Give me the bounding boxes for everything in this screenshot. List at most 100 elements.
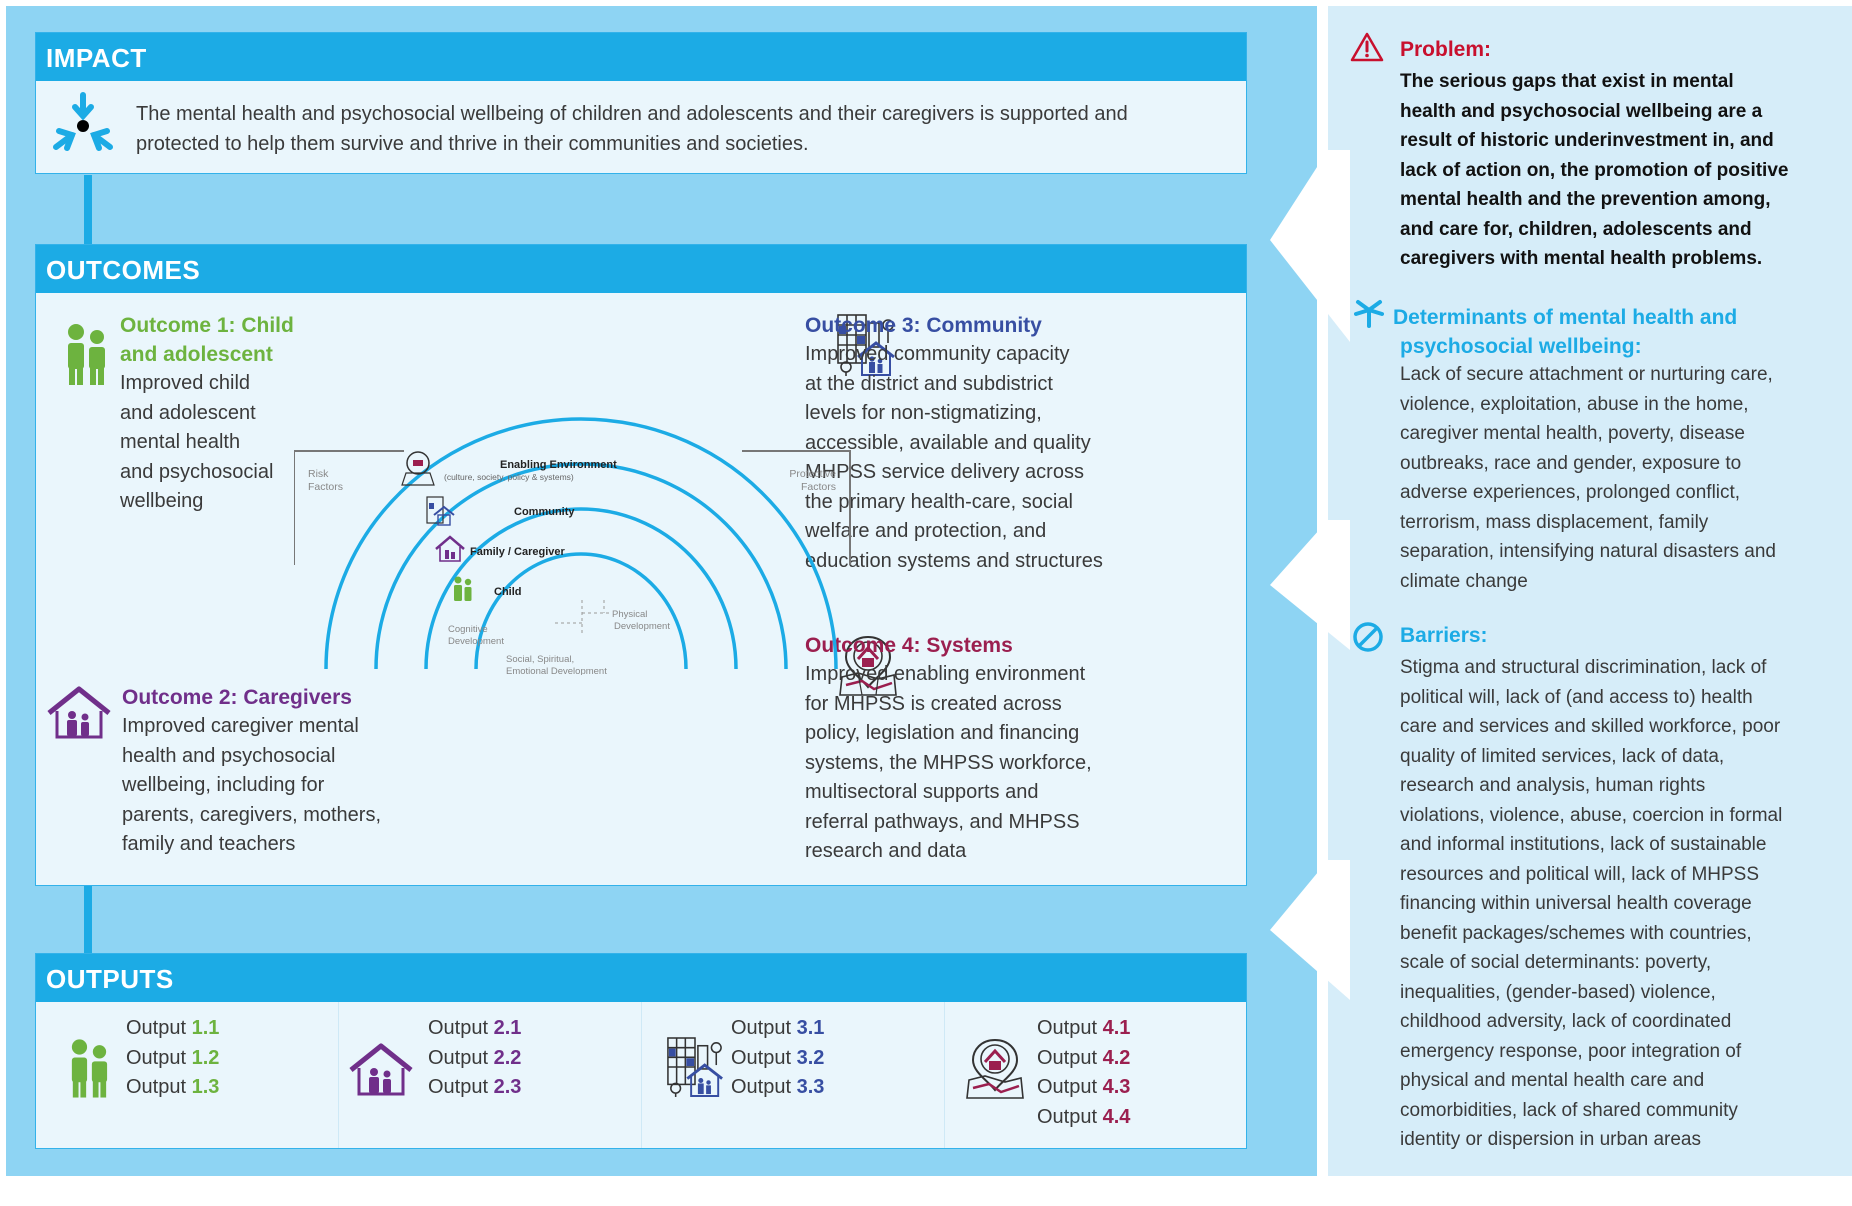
outcome-1-line-1: Improved child	[120, 372, 251, 394]
barriers-line-8: resources and political will, lack of MH…	[1400, 863, 1760, 885]
outputs-col-4: Output 4.1 Output 4.2 Output 4.3 Output …	[945, 1002, 1246, 1148]
outcome-2-line-3: wellbeing, including for	[122, 774, 325, 796]
output-word: Output	[428, 1076, 489, 1098]
systems-map-pin-icon	[839, 635, 897, 696]
converging-arrows-icon	[53, 92, 113, 151]
child-adolescent-icon	[71, 1039, 108, 1098]
output-1-3: Output 1.3	[126, 1073, 219, 1103]
determinants-text: Lack of secure attachment or nurturing c…	[1400, 360, 1840, 596]
outcome-3-line-6: the primary health-care, social	[805, 490, 1073, 513]
barriers-line-11: scale of social determinants: poverty,	[1400, 952, 1712, 973]
arc-community	[374, 462, 788, 670]
arc-child	[474, 552, 688, 670]
impact-statement: The mental health and psychosocial wellb…	[136, 103, 1128, 155]
outcome-2-line-5: family and teachers	[122, 833, 296, 855]
community-label: Community	[514, 506, 575, 518]
risk-factors-bracket	[294, 450, 404, 565]
output-number: 2.3	[493, 1076, 522, 1098]
problem-line-7: caregivers with mental health problems.	[1400, 248, 1763, 269]
outcome-4-line-6: referral pathways, and MHPSS	[805, 810, 1080, 833]
enabling-environment-small-icon	[401, 451, 435, 486]
context-panel	[1328, 6, 1852, 1176]
output-word: Output	[1037, 1105, 1098, 1128]
arc-family	[424, 507, 738, 670]
barriers-line-17: identity or dispersion in urban areas	[1400, 1129, 1702, 1150]
child-adolescent-icon	[68, 324, 105, 385]
outcome-3: Outcome 3: Community Improved community …	[805, 311, 1225, 576]
outputs-row: Output 1.1 Output 1.2 Output 1.3 Output …	[36, 1002, 1246, 1148]
prohibited-icon	[1353, 622, 1383, 652]
outcome-4-line-5: multisectoral supports and	[805, 781, 1039, 803]
barriers-line-6: violations, violence, abuse, coercion in…	[1400, 804, 1783, 826]
outputs-list-2: Output 2.1 Output 2.2 Output 2.3	[428, 1014, 521, 1103]
social-emotional-label-1: Social, Spiritual,	[506, 654, 574, 665]
output-2-3: Output 2.3	[428, 1073, 521, 1103]
outputs-list-1: Output 1.1 Output 1.2 Output 1.3	[126, 1014, 219, 1103]
outcome-3-line-5: MHPSS service delivery across	[805, 461, 1084, 483]
output-word: Output	[731, 1046, 792, 1069]
outcomes-header: OUTCOMES	[36, 245, 1246, 293]
chevron-separator	[1270, 150, 1350, 1000]
output-number: 1.2	[191, 1046, 220, 1069]
enabling-environment-label: Enabling Environment	[500, 459, 617, 471]
community-small-icon	[426, 496, 455, 526]
problem-title: Problem:	[1400, 38, 1492, 61]
determinants-title-line1: Determinants of mental health and	[1393, 306, 1738, 329]
determinants-line-7: separation, intensifying natural disaste…	[1400, 541, 1777, 562]
enabling-environment-sublabel: (culture, society, policy & systems)	[444, 472, 574, 482]
outcome-2-line-4: parents, caregivers, mothers,	[122, 803, 381, 826]
barriers-line-12: inequalities, (gender-based) violence,	[1400, 981, 1716, 1003]
output-number: 4.1	[1102, 1017, 1131, 1039]
risk-factors-label-2: Factors	[308, 481, 343, 493]
outcome-3-title: Outcome 3: Community	[805, 314, 1042, 337]
output-number: 4.4	[1102, 1105, 1131, 1128]
output-word: Output	[126, 1046, 187, 1069]
barriers-line-9: financing within universal health covera…	[1400, 893, 1752, 914]
output-word: Output	[731, 1076, 792, 1098]
protective-factors-label-1: Protective	[789, 468, 836, 480]
outcome-3-line-8: education systems and structures	[805, 549, 1103, 572]
caregiver-house-icon	[47, 686, 111, 739]
barriers-line-1: Stigma and structural discrimination, la…	[1400, 657, 1767, 678]
output-2-1: Output 2.1	[428, 1014, 521, 1044]
output-word: Output	[731, 1017, 792, 1039]
output-number: 3.1	[796, 1017, 825, 1039]
outcome-1-line-3: mental health	[120, 431, 241, 453]
outcomes-box: OUTCOMES Outcome 1: Child and adolescent…	[35, 244, 1247, 886]
outcome-2-title: Outcome 2: Caregivers	[122, 686, 352, 709]
output-number: 2.1	[493, 1017, 522, 1039]
output-4-3: Output 4.3	[1037, 1073, 1130, 1103]
barriers-line-7: and informal institutions, lack of susta…	[1400, 834, 1767, 855]
problem-text: The serious gaps that exist in mental he…	[1400, 67, 1840, 274]
output-word: Output	[428, 1046, 489, 1069]
barriers-line-13: childhood adversity, lack of coordinated	[1400, 1011, 1732, 1032]
child-small-icon	[454, 576, 472, 601]
outcome-1-line-4: and psychosocial	[120, 460, 274, 483]
chevron-bottom	[1270, 860, 1350, 1000]
outcome-4-line-2: for MHPSS is created across	[805, 692, 1062, 715]
barriers-title: Barriers:	[1400, 624, 1488, 647]
outputs-box: OUTPUTS Output 1.1 Output 1.2 Output 1.3	[35, 953, 1247, 1149]
output-number: 3.2	[796, 1046, 825, 1069]
output-number: 4.2	[1102, 1046, 1131, 1069]
impact-header: IMPACT	[36, 33, 1246, 81]
barriers-text: Stigma and structural discrimination, la…	[1400, 653, 1840, 1155]
determinants-line-1: Lack of secure attachment or nurturing c…	[1400, 364, 1773, 385]
problem-line-2: health and psychosocial wellbeing are a	[1400, 100, 1763, 122]
systems-map-pin-icon	[966, 1038, 1024, 1099]
outcome-1-title-line1: Outcome 1: Child	[120, 314, 294, 337]
outcome-3-line-7: welfare and protection, and	[805, 520, 1047, 542]
barriers-line-15: physical and mental health care and	[1400, 1070, 1705, 1091]
outcome-1-line-2: and adolescent	[120, 401, 256, 424]
chevron-top	[1270, 150, 1350, 342]
outputs-col-1: Output 1.1 Output 1.2 Output 1.3	[36, 1002, 339, 1148]
impact-box: IMPACT The mental health and psychosocia…	[35, 32, 1247, 174]
outcome-4-line-4: systems, the MHPSS workforce,	[805, 751, 1092, 774]
risk-factors-label-1: Risk	[308, 468, 329, 480]
problem-line-5: mental health and the prevention among,	[1400, 189, 1771, 210]
physical-development-label-1: Physical	[612, 609, 647, 620]
output-3-2: Output 3.2	[731, 1044, 824, 1074]
outcome-1: Outcome 1: Child and adolescent Improved…	[120, 311, 320, 517]
physical-development-label-2: Development	[614, 621, 670, 632]
determinants-title-line2: psychosocial wellbeing:	[1400, 335, 1642, 358]
